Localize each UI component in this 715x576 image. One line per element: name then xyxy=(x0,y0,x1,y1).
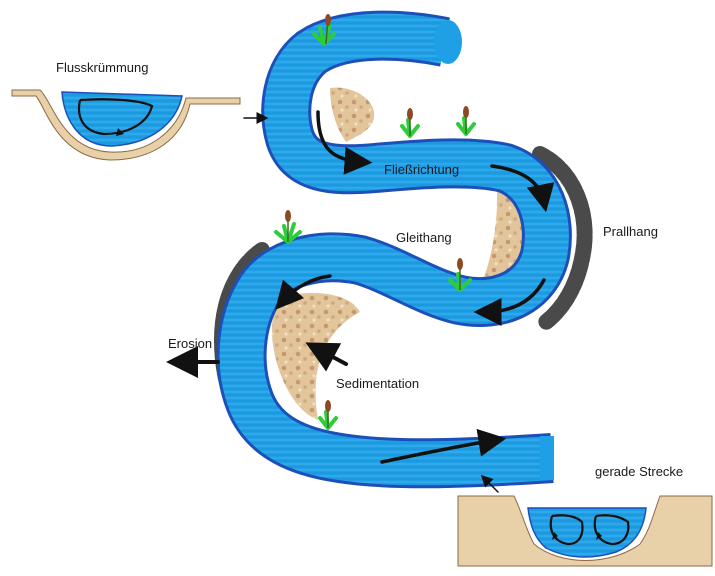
label-erosion: Erosion xyxy=(168,336,212,351)
label-gleithang: Gleithang xyxy=(396,230,452,245)
inset-flusskruemmung: Flusskrümmung xyxy=(12,60,240,160)
label-flusskruemmung: Flusskrümmung xyxy=(56,60,148,75)
plant-3 xyxy=(458,106,474,134)
plant-6 xyxy=(320,400,336,428)
sand-deposit-sedimentation xyxy=(272,293,360,420)
river-source-end xyxy=(434,20,462,64)
plant-2 xyxy=(402,108,418,136)
river-mouth-end xyxy=(540,436,554,480)
sand-deposit-upper xyxy=(330,88,374,142)
label-fliessrichtung: Fließrichtung xyxy=(384,162,459,177)
label-gerade-strecke: gerade Strecke xyxy=(595,464,683,479)
label-prallhang: Prallhang xyxy=(603,224,658,239)
plant-4 xyxy=(276,210,300,242)
label-sedimentation: Sedimentation xyxy=(336,376,419,391)
